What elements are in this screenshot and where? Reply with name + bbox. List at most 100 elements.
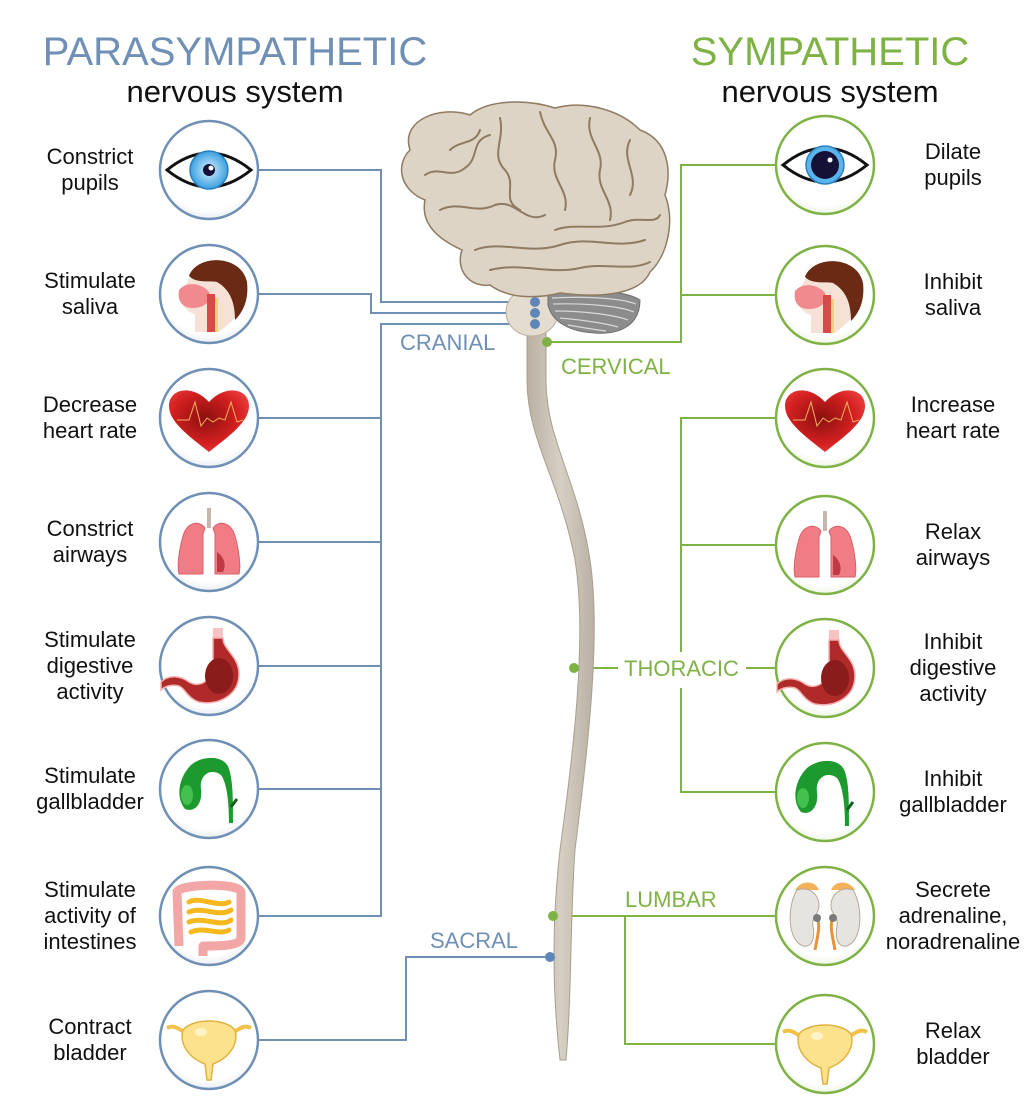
- intestines-icon: [172, 880, 246, 956]
- cervical-junction-dot: [542, 337, 552, 347]
- label-line: Secrete: [915, 877, 991, 902]
- lungs-icon: [177, 508, 241, 575]
- parasympathetic-item-0: [158, 119, 260, 221]
- icon-bubble: [158, 738, 260, 840]
- stomach-icon: [776, 630, 856, 706]
- region-label-cranial: CRANIAL: [400, 330, 496, 355]
- label-line: gallbladder: [899, 792, 1007, 817]
- parasympathetic-connectors: [259, 169, 550, 1041]
- connector-saliva: [259, 293, 535, 314]
- sympathetic-item-3: [774, 494, 876, 596]
- label-line: Stimulate: [44, 268, 136, 293]
- gallbladder-icon: [179, 757, 239, 823]
- label-line: Inhibit: [923, 629, 983, 654]
- parasympathetic-item-7: [158, 989, 260, 1091]
- label-line: gallbladder: [36, 789, 144, 814]
- sacral-junction-dot: [545, 952, 555, 962]
- label-line: bladder: [53, 1040, 127, 1065]
- parasympathetic-item-5: [158, 738, 260, 840]
- connector-heart-sym: [680, 417, 775, 652]
- label-line: Relax: [924, 519, 982, 544]
- label-line: airways: [52, 542, 128, 567]
- label-line: intestines: [43, 929, 137, 954]
- sympathetic-item-6: [774, 865, 876, 967]
- connector-cranial-trunk: [259, 323, 535, 917]
- label-line: Increase: [910, 392, 996, 417]
- label-line: heart rate: [42, 418, 138, 443]
- sympathetic-item-5: [774, 741, 876, 843]
- bladder-icon: [782, 1024, 868, 1085]
- connector-cervical: [547, 164, 775, 343]
- sympathetic-item-4: [774, 617, 876, 719]
- icon-bubble: [158, 491, 260, 593]
- cerebellum-folds: [551, 296, 637, 332]
- label-line: Dilate: [924, 139, 982, 164]
- parasympathetic-subtitle: nervous system: [126, 74, 344, 109]
- region-label-lumbar: LUMBAR: [625, 887, 717, 912]
- sympathetic-title: SYMPATHETIC: [690, 30, 970, 74]
- sympathetic-title-block: SYMPATHETIC nervous system: [640, 32, 1020, 107]
- spinal-cord: [526, 329, 595, 1061]
- label-line: Inhibit: [923, 766, 983, 791]
- label-line: pupils: [924, 165, 982, 190]
- head-saliva-icon: [178, 260, 248, 332]
- eye-icon: [780, 145, 870, 185]
- parasympathetic-item-2: [158, 367, 260, 469]
- label-line: activity: [56, 679, 124, 704]
- label-line: pupils: [61, 170, 119, 195]
- label-line: Stimulate: [44, 877, 136, 902]
- junction-dot: [530, 319, 540, 329]
- label-line: bladder: [916, 1044, 990, 1069]
- heart-icon: [785, 390, 865, 452]
- connector-pupils: [259, 169, 535, 303]
- sympathetic-item-1: [774, 244, 876, 346]
- label-line: Constrict: [46, 516, 134, 541]
- parasympathetic-title-block: PARASYMPATHETIC nervous system: [25, 32, 445, 107]
- sympathetic-item-7: [774, 993, 876, 1095]
- stomach-icon: [160, 628, 240, 704]
- cranial-junction-dots: [530, 297, 540, 329]
- thoracic-junction-dot: [569, 663, 579, 673]
- label-line: heart rate: [905, 418, 1001, 443]
- head-saliva-icon: [794, 261, 864, 333]
- label-line: adrenaline,: [898, 903, 1008, 928]
- label-line: Relax: [924, 1018, 982, 1043]
- connector-bladder-sym: [624, 916, 775, 1045]
- label-line: Inhibit: [923, 269, 983, 294]
- parasympathetic-icons: [158, 119, 260, 1091]
- parasympathetic-item-6: [158, 865, 260, 967]
- lungs-icon: [793, 511, 857, 578]
- label-line: noradrenaline: [885, 929, 1021, 954]
- connector-gallbladder-sym: [680, 688, 775, 793]
- icon-bubble: [774, 741, 876, 843]
- sympathetic-item-0: [774, 114, 876, 216]
- eye-icon: [164, 150, 254, 190]
- junction-dot: [530, 308, 540, 318]
- label-line: saliva: [924, 295, 982, 320]
- bladder-icon: [166, 1020, 252, 1081]
- brain-gyri: [424, 111, 661, 272]
- region-label-thoracic: THORACIC: [624, 656, 739, 681]
- region-label-sacral: SACRAL: [430, 928, 519, 953]
- sympathetic-item-2: [774, 367, 876, 469]
- parasympathetic-item-3: [158, 491, 260, 593]
- label-line: activity: [919, 681, 987, 706]
- heart-icon: [169, 390, 249, 452]
- label-line: saliva: [61, 294, 119, 319]
- icon-bubble: [774, 494, 876, 596]
- label-line: digestive: [909, 655, 997, 680]
